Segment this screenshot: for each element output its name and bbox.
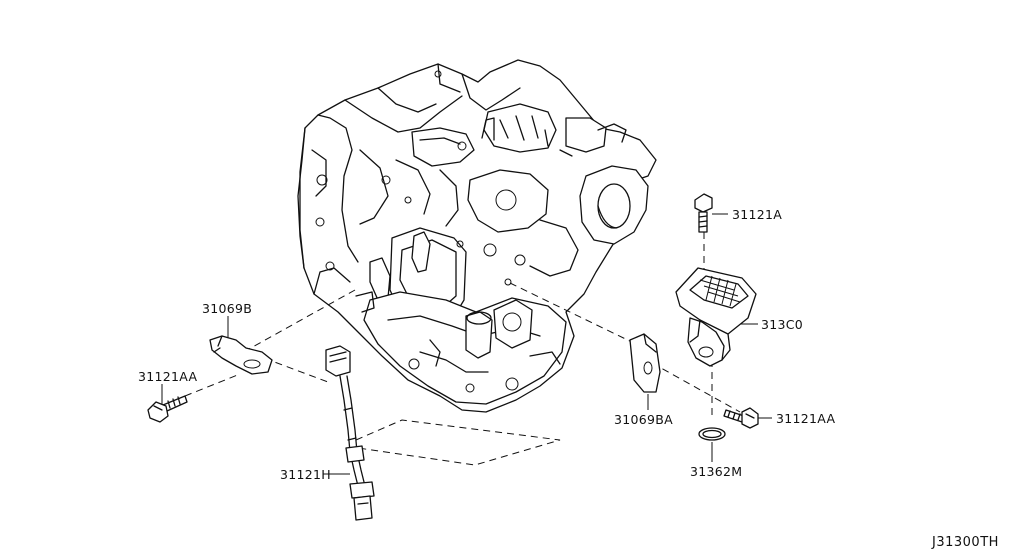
- drawing-reference: J31300TH: [931, 535, 999, 550]
- control-module-313c0: [675, 267, 757, 367]
- bolt-31121aa-right: [723, 407, 759, 429]
- part-labels: 31069B 31121AA 31121H 31121A 313C0 31069…: [138, 207, 835, 482]
- bracket-31069ba: [629, 333, 661, 393]
- label-31069b: 31069B: [202, 301, 252, 316]
- label-31121a: 31121A: [732, 207, 782, 222]
- label-31069ba: 31069BA: [614, 412, 673, 427]
- bolt-31121a: [694, 193, 713, 233]
- label-31121aa-left: 31121AA: [138, 369, 197, 384]
- label-31121h: 31121H: [280, 467, 331, 482]
- transmission-assembly: [297, 59, 657, 413]
- bracket-31069b: [209, 335, 273, 375]
- label-313c0: 313C0: [761, 317, 803, 332]
- bolt-31121aa-left: [147, 395, 188, 423]
- callout-leaders: [161, 213, 772, 475]
- harness-31121h: [325, 345, 375, 521]
- o-ring-31362m: [698, 427, 726, 441]
- label-31121aa-right: 31121AA: [776, 411, 835, 426]
- label-31362m: 31362M: [690, 464, 742, 479]
